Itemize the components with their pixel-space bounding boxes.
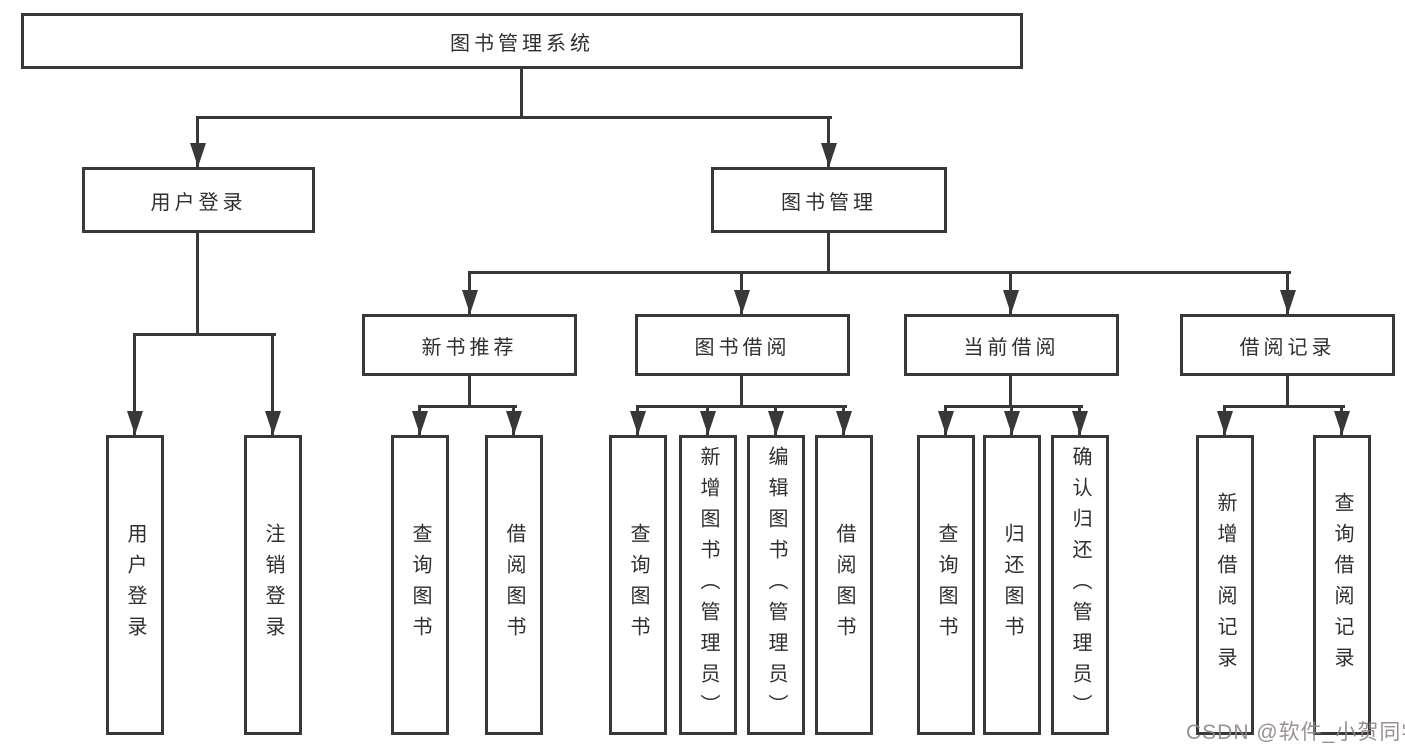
node-label: 图书管理 — [781, 191, 877, 214]
leaf-label: 借阅图书 — [503, 523, 525, 647]
arrow-down-icon — [700, 411, 716, 435]
edge-borrow-record-split — [1223, 405, 1345, 408]
arrow-down-icon — [938, 411, 954, 435]
csdn-watermark: CSDN @软件_小贺同学 — [1186, 721, 1405, 744]
leaf-query-books-borrowing: 查询图书 — [609, 435, 667, 735]
leaf-label: 新增借阅记录 — [1214, 492, 1236, 678]
edge-root-split — [196, 116, 832, 119]
leaf-label: 确认归还（管理员） — [1069, 445, 1091, 725]
edge-book-management-split — [468, 271, 1291, 274]
arrow-down-icon — [1280, 290, 1296, 314]
node-current-borrowing: 当前借阅 — [904, 314, 1119, 376]
node-root-label: 图书管理系统 — [450, 32, 594, 55]
node-root: 图书管理系统 — [21, 13, 1023, 69]
edge-book-borrow-stem — [740, 376, 743, 407]
edge-book-borrow-split — [636, 405, 847, 408]
arrow-down-icon — [412, 411, 428, 435]
edge-new-book-split — [418, 405, 517, 408]
leaf-add-borrow-record: 新增借阅记录 — [1196, 435, 1254, 735]
leaf-edit-books-admin: 编辑图书（管理员） — [747, 435, 805, 735]
arrow-down-icon — [127, 411, 143, 435]
leaf-label: 用户登录 — [124, 523, 146, 647]
arrow-down-icon — [1072, 411, 1088, 435]
leaf-label: 注销登录 — [262, 523, 284, 647]
leaf-label: 查询借阅记录 — [1331, 492, 1353, 678]
arrow-down-icon — [768, 411, 784, 435]
arrow-down-icon — [1334, 411, 1350, 435]
arrow-down-icon — [821, 143, 837, 167]
node-borrowing-records: 借阅记录 — [1180, 314, 1395, 376]
leaf-user-login: 用户登录 — [106, 435, 164, 735]
leaf-label: 编辑图书（管理员） — [765, 445, 787, 725]
leaf-label: 借阅图书 — [833, 523, 855, 647]
arrow-down-icon — [630, 411, 646, 435]
arrow-down-icon — [1003, 290, 1019, 314]
leaf-return-books: 归还图书 — [983, 435, 1041, 735]
leaf-label: 新增图书（管理员） — [697, 445, 719, 725]
leaf-add-books-admin: 新增图书（管理员） — [679, 435, 737, 735]
leaf-label: 查询图书 — [935, 523, 957, 647]
edge-to-user-login-stem — [196, 118, 199, 167]
arrow-down-icon — [734, 290, 750, 314]
edge-new-book-stem — [468, 376, 471, 407]
leaf-query-books-recommend: 查询图书 — [391, 435, 449, 735]
arrow-down-icon — [265, 411, 281, 435]
node-book-management: 图书管理 — [711, 167, 947, 233]
edge-user-login-split — [133, 333, 276, 336]
edge-user-login-stem — [196, 233, 199, 335]
arrow-down-icon — [1004, 411, 1020, 435]
node-label: 用户登录 — [150, 191, 247, 214]
leaf-confirm-return-admin: 确认归还（管理员） — [1051, 435, 1109, 735]
node-label: 图书借阅 — [694, 336, 791, 359]
edge-book-management-stem — [827, 233, 830, 273]
node-label: 借阅记录 — [1239, 336, 1336, 359]
edge-to-book-management-stem — [827, 118, 830, 167]
leaf-label: 查询图书 — [627, 523, 649, 647]
node-book-borrowing: 图书借阅 — [635, 314, 850, 376]
arrow-down-icon — [462, 290, 478, 314]
node-label: 新书推荐 — [421, 336, 518, 359]
edge-borrow-record-stem — [1286, 376, 1289, 407]
arrow-down-icon — [190, 143, 206, 167]
edge-to-leaf-user-login — [133, 335, 136, 435]
edge-current-borrow-split — [944, 405, 1083, 408]
leaf-label: 查询图书 — [409, 523, 431, 647]
node-new-book-recommendation: 新书推荐 — [362, 314, 577, 376]
leaf-query-borrow-record: 查询借阅记录 — [1313, 435, 1371, 735]
leaf-query-books-current: 查询图书 — [917, 435, 975, 735]
edge-root-stem — [520, 69, 523, 118]
edge-current-borrow-stem — [1009, 376, 1012, 407]
leaf-label: 归还图书 — [1001, 523, 1023, 647]
node-user-login: 用户登录 — [82, 167, 315, 233]
arrow-down-icon — [506, 411, 522, 435]
edge-to-leaf-logout — [271, 335, 274, 435]
arrow-down-icon — [1217, 411, 1233, 435]
leaf-logout: 注销登录 — [244, 435, 302, 735]
leaf-borrow-books-recommend: 借阅图书 — [485, 435, 543, 735]
node-label: 当前借阅 — [963, 336, 1060, 359]
leaf-borrow-books-borrowing: 借阅图书 — [815, 435, 873, 735]
arrow-down-icon — [836, 411, 852, 435]
